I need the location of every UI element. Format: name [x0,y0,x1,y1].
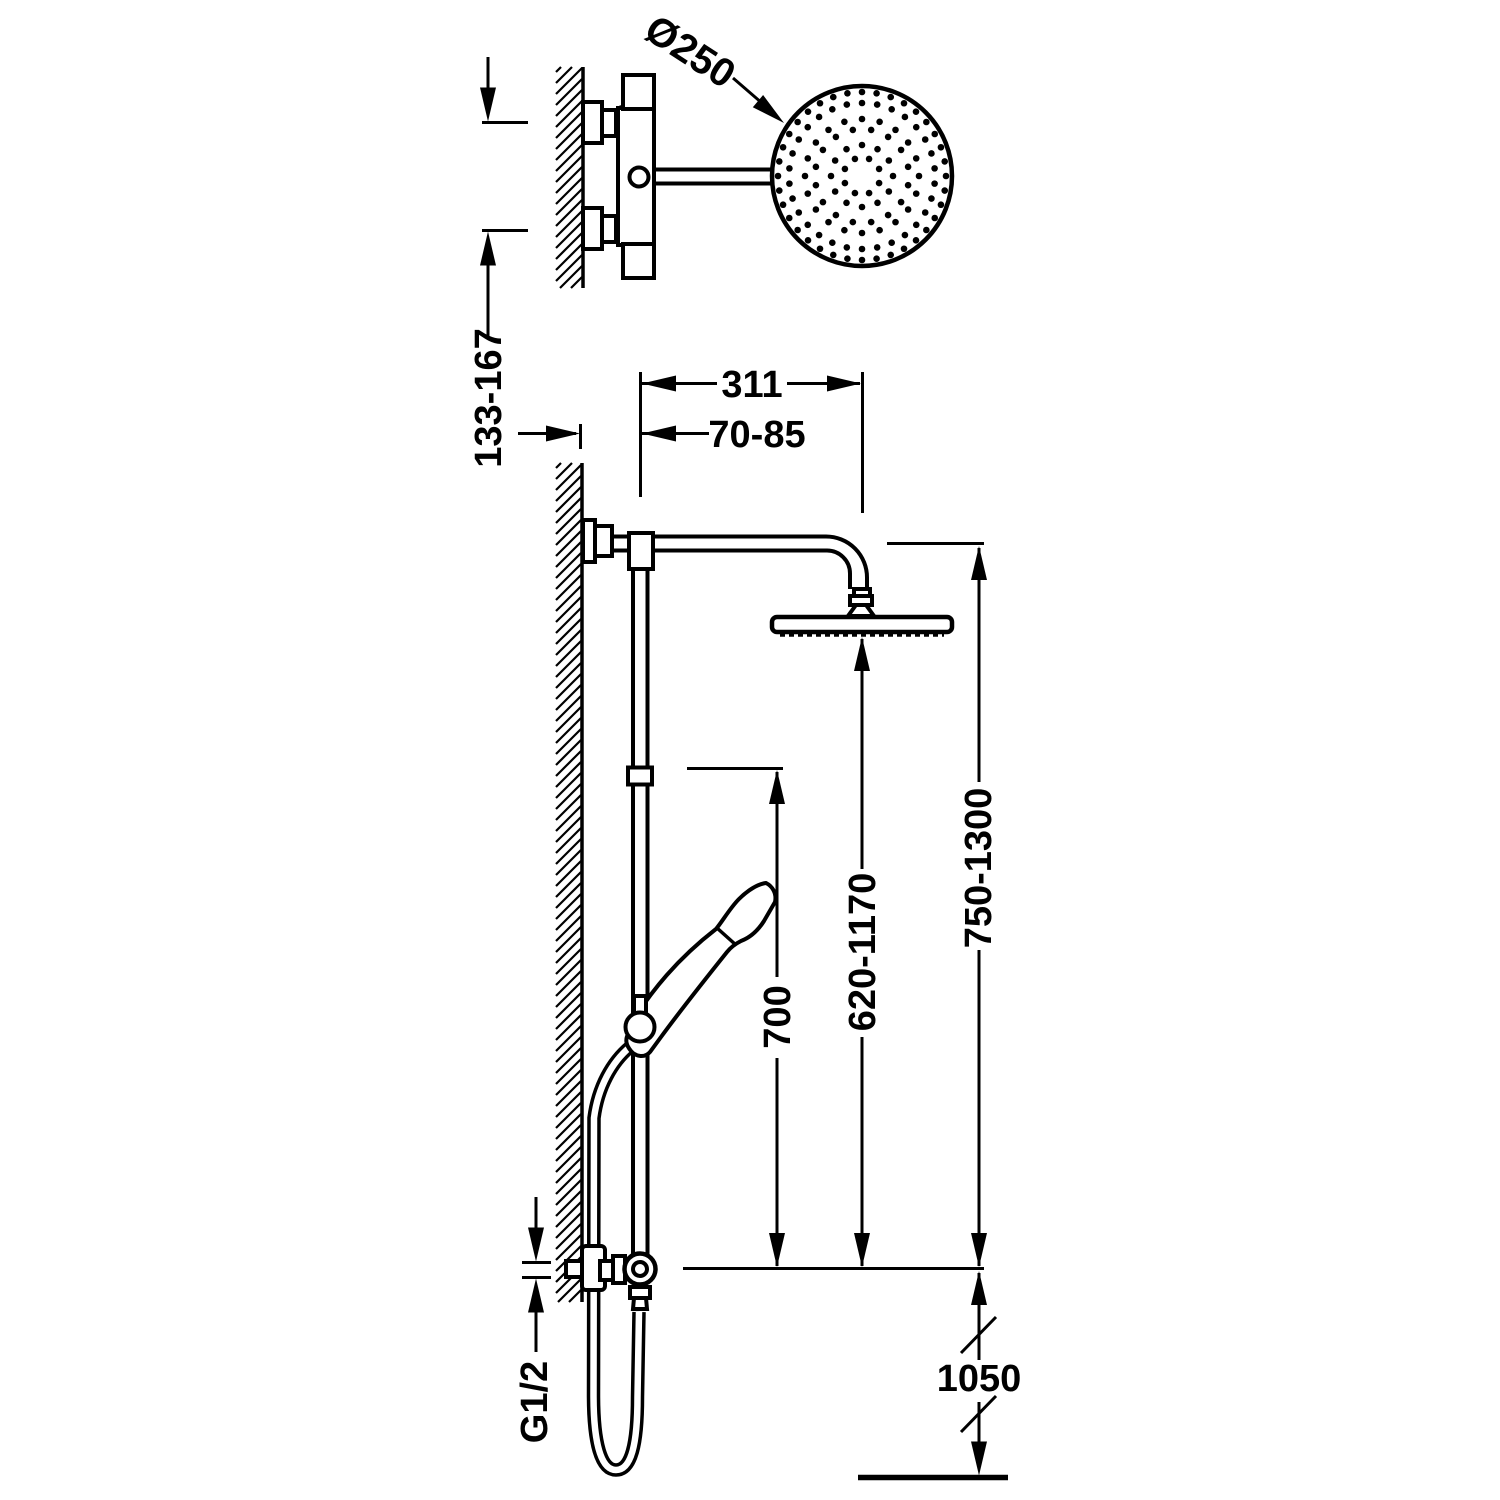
inlet-spacing-label: 133-167 [468,328,510,467]
dim-inlet-spacing: 133-167 [468,57,528,468]
riser-coupling [626,765,654,787]
slider-clamp-pin [632,994,648,1015]
mixer-height-label: 1050 [937,1358,1022,1400]
head-height-range-label: 750-1300 [958,788,1000,949]
shower-arm [581,518,869,589]
dim-head-diameter: Ø250 [637,7,784,123]
shower-hose [586,1041,646,1477]
arm-projection-label: 311 [721,364,782,406]
head-underside-range-label: 620-1170 [842,873,884,1032]
arm-union-nut [593,524,614,558]
dim-head-underside-range: 620-1170 [842,637,884,1267]
wall-hatch-elevation [555,462,582,1303]
valve-hub-circle [631,1260,649,1278]
spray-nozzle-dots [774,88,950,264]
thread-label: G1/2 [514,1361,556,1443]
wall-hatch-plan [555,66,583,289]
riser-outlet-plan [627,165,651,189]
rain-head-plan [769,83,955,269]
mixer-valve-plan [616,73,656,280]
hand-shower [623,880,778,1058]
mixer-valve [564,1244,658,1311]
leader-arrowhead [752,95,784,123]
dim-thread: G1/2 [514,1197,556,1443]
hand-shower-seam [715,926,738,947]
riser-tee [627,531,655,571]
valve-knob-bottom-plan [621,242,656,280]
wall-inlet-stub [564,1259,584,1279]
plan-view: Ø250 133-167 [468,7,955,468]
dim-wall-to-riser: 70-85 [518,414,806,456]
riser-pipe [626,531,655,1255]
dim-slide-rail: 700 [687,767,799,1267]
shower-arm-plan [654,167,790,186]
dim-mixer-height: 1050 [937,1271,1022,1476]
slider-knob [623,1010,657,1044]
slide-rail-label: 700 [757,985,799,1048]
dim-arm-projection: 311 [639,364,864,513]
rain-head [769,587,955,637]
dim-head-height-range: 750-1300 [887,542,1000,1267]
wall-to-riser-label: 70-85 [708,414,805,456]
valve-knob-top-plan [621,73,656,111]
valve-body-circle [622,1251,658,1287]
rain-head-disc [769,614,955,635]
elevation-view: 311 70-85 700 620-1170 [514,364,1022,1481]
